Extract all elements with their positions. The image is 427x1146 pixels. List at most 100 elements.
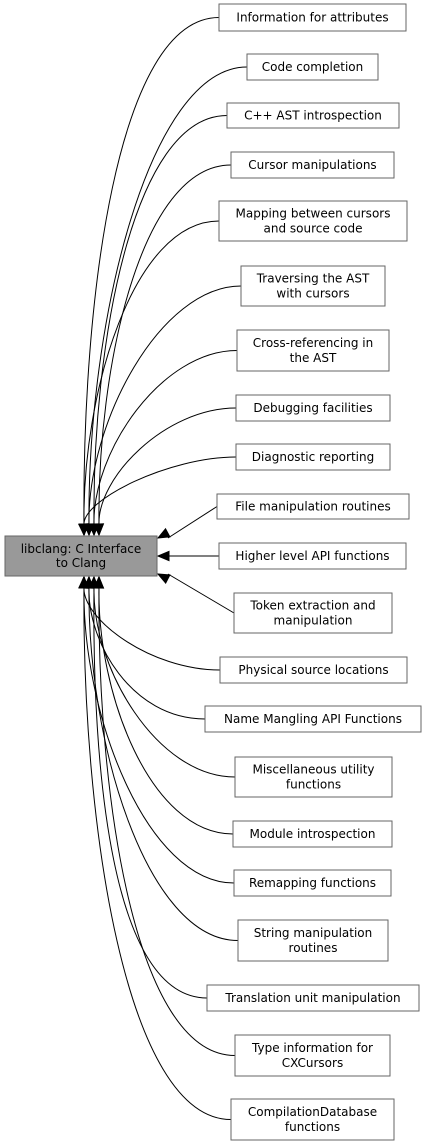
node-label-line: Traversing the AST xyxy=(256,272,370,286)
node-label-line: libclang: C Interface xyxy=(21,542,142,556)
module-node[interactable]: Cursor manipulations xyxy=(230,151,395,179)
module-box[interactable] xyxy=(236,329,390,372)
module-node[interactable]: Debugging facilities xyxy=(235,394,391,422)
node-label-line: Module introspection xyxy=(250,827,376,841)
edge-arrowhead xyxy=(156,573,171,585)
node-label-line: File manipulation routines xyxy=(235,500,390,514)
module-box[interactable] xyxy=(216,493,410,520)
dependency-edge xyxy=(93,350,238,526)
module-box[interactable] xyxy=(218,542,407,570)
node-label-line: Cursor manipulations xyxy=(248,158,376,172)
module-box[interactable] xyxy=(206,984,420,1012)
node-label-line: Translation unit manipulation xyxy=(224,991,400,1005)
node-label-line: Cross-referencing in xyxy=(253,336,373,350)
module-node[interactable]: Higher level API functions xyxy=(218,542,407,570)
node-label-line: Remapping functions xyxy=(249,876,376,890)
dependency-edge xyxy=(83,586,221,671)
module-node[interactable]: Information for attributes xyxy=(218,3,407,32)
dependency-edge xyxy=(83,220,220,526)
node-label-line: manipulation xyxy=(274,614,353,628)
node-label-line: Diagnostic reporting xyxy=(252,450,374,464)
module-box[interactable] xyxy=(230,151,395,179)
module-node[interactable]: Remapping functions xyxy=(233,869,392,897)
module-node[interactable]: Module introspection xyxy=(232,820,393,848)
module-box[interactable] xyxy=(246,53,379,81)
dependency-edge xyxy=(93,115,228,526)
module-node[interactable]: Translation unit manipulation xyxy=(206,984,420,1012)
node-label-line: Mapping between cursors xyxy=(236,207,391,221)
node-label-line: Miscellaneous utility xyxy=(252,763,374,777)
node-label-line: Physical source locations xyxy=(238,663,388,677)
module-node[interactable]: Physical source locations xyxy=(219,656,408,684)
node-label-line: Debugging facilities xyxy=(253,401,372,415)
module-box[interactable] xyxy=(230,1098,395,1141)
node-label-line: Token extraction and xyxy=(249,599,375,613)
edge-arrowhead xyxy=(93,575,105,589)
node-label-line: with cursors xyxy=(276,287,349,301)
node-label-line: and source code xyxy=(264,222,363,236)
module-box[interactable] xyxy=(219,656,408,684)
edge-arrowhead xyxy=(93,523,104,537)
node-label-line: Type information for xyxy=(251,1041,373,1055)
main-module-box xyxy=(4,535,158,577)
module-node[interactable]: Name Mangling API Functions xyxy=(204,705,422,733)
dependency-edge xyxy=(98,407,237,526)
module-box[interactable] xyxy=(237,919,389,962)
module-box[interactable] xyxy=(234,756,393,798)
node-label-line: C++ AST introspection xyxy=(244,109,382,123)
dependency-edge xyxy=(83,17,220,526)
node-label-line: routines xyxy=(289,941,338,955)
module-box[interactable] xyxy=(218,200,408,242)
module-node[interactable]: Diagnostic reporting xyxy=(235,443,391,471)
node-label-line: Information for attributes xyxy=(236,11,388,25)
dependency-edge xyxy=(93,586,208,999)
module-box[interactable] xyxy=(204,705,422,733)
module-box[interactable] xyxy=(233,869,392,897)
module-node[interactable]: File manipulation routines xyxy=(216,493,410,520)
node-label-line: CompilationDatabase xyxy=(248,1105,377,1119)
module-box[interactable] xyxy=(218,3,407,32)
dependency-edge xyxy=(83,586,232,1120)
dependency-edge xyxy=(93,586,236,778)
edge-layer xyxy=(78,17,248,1120)
node-label-line: Code completion xyxy=(262,60,363,74)
module-box[interactable] xyxy=(235,443,391,471)
dependency-edge xyxy=(167,573,235,614)
module-box[interactable] xyxy=(233,592,393,634)
node-label-line: Name Mangling API Functions xyxy=(224,712,402,726)
node-label-line: to Clang xyxy=(56,556,106,570)
module-node[interactable]: C++ AST introspection xyxy=(226,102,400,129)
dependency-edge xyxy=(88,66,248,526)
module-box[interactable] xyxy=(226,102,400,129)
node-label-line: Higher level API functions xyxy=(235,549,389,563)
module-box[interactable] xyxy=(235,394,391,422)
dependency-edge xyxy=(83,586,235,884)
module-node[interactable]: Code completion xyxy=(246,53,379,81)
dependency-edge xyxy=(88,285,242,526)
dependency-edge xyxy=(167,506,218,539)
node-label-line: CXCursors xyxy=(282,1056,343,1070)
module-box[interactable] xyxy=(240,265,386,307)
dependency-edge xyxy=(98,164,232,526)
node-label-line: functions xyxy=(285,1120,340,1134)
edge-arrowhead xyxy=(156,550,170,562)
node-label-line: functions xyxy=(286,778,341,792)
edge-arrowhead xyxy=(78,523,89,537)
dependency-edge xyxy=(98,586,234,835)
edge-arrowhead xyxy=(156,527,171,539)
dependency-edge xyxy=(88,586,239,941)
module-box[interactable] xyxy=(232,820,393,848)
node-label-line: the AST xyxy=(290,351,337,365)
module-box[interactable] xyxy=(234,1034,391,1077)
